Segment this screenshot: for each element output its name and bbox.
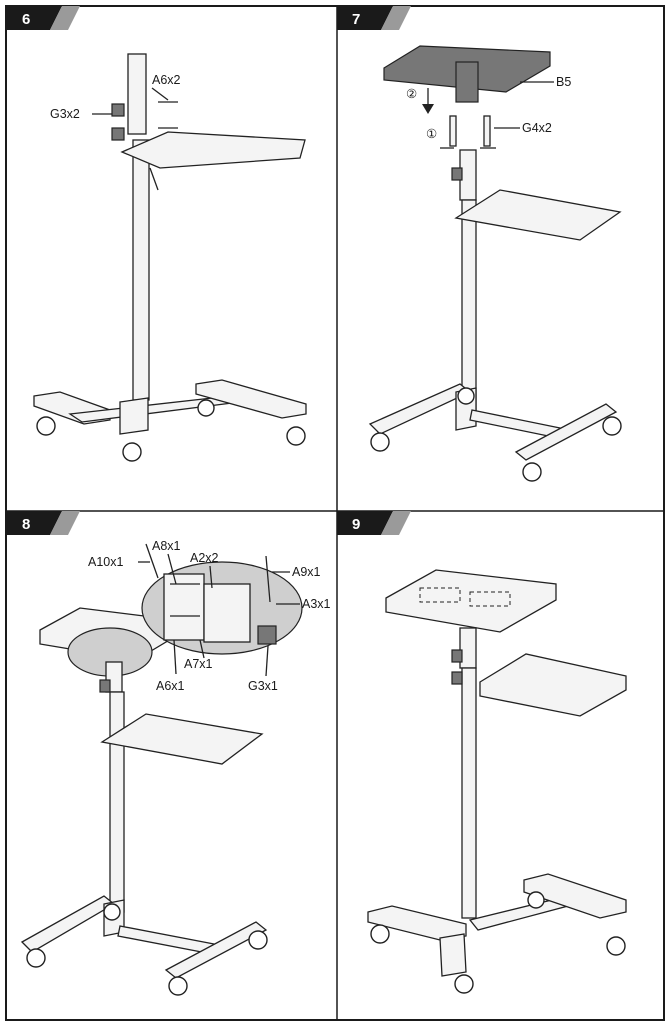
step-tab [337, 6, 393, 30]
screw [449, 115, 457, 147]
tray [120, 131, 306, 169]
tray [454, 189, 622, 241]
caster-wheel [370, 924, 390, 944]
caster-wheel [248, 930, 268, 950]
plate-slot [469, 591, 511, 607]
panel-step-7: 7 B5 ② G4x2 ① [337, 6, 622, 482]
knob [99, 679, 111, 693]
caster-wheel [122, 442, 142, 462]
knob [451, 649, 463, 663]
lower-pole [109, 691, 125, 913]
part-label: G4x2 [522, 121, 552, 135]
base-leg [368, 383, 472, 435]
caster-wheel [286, 426, 306, 446]
base-leg [164, 921, 268, 979]
panel-step-9: 9 [337, 511, 627, 994]
caster-wheel [168, 976, 188, 996]
leader-line [199, 639, 205, 659]
knob [451, 671, 463, 685]
step-marker: ② [406, 87, 417, 101]
base-leg [439, 933, 467, 977]
lower-pole [461, 667, 477, 919]
tray [479, 653, 627, 717]
caster-wheel [454, 974, 474, 994]
knob [257, 625, 277, 645]
part-label: A7x1 [184, 657, 213, 671]
step-tab-shade [381, 6, 411, 30]
step-number: 8 [22, 516, 30, 533]
tray-bracket [149, 167, 159, 191]
part-label: A8x1 [152, 539, 181, 553]
part-label: A9x1 [292, 565, 321, 579]
bracket-detail [163, 573, 205, 641]
step-tab-shade [50, 6, 80, 30]
caster-wheel [370, 432, 390, 452]
step-number: 7 [352, 11, 360, 28]
panel-step-8: 8 A10x1 A8x1 A2x2 A9x1 A3x1 A7x1 A6x1 G3… [6, 511, 331, 996]
base-crossbar [468, 897, 570, 931]
leader-line [167, 553, 177, 585]
step-number: 9 [352, 516, 360, 533]
base-leg [523, 873, 627, 919]
base-leg [20, 895, 116, 953]
caster-wheel [103, 903, 121, 921]
part-label: G3x2 [50, 107, 80, 121]
caster-wheel [527, 891, 545, 909]
part-label: A6x1 [156, 679, 185, 693]
bracket-detail [203, 583, 251, 643]
lower-pole [132, 139, 150, 401]
plate-bracket [455, 61, 479, 103]
hex-key [145, 543, 159, 579]
step-tab-shade [381, 511, 411, 535]
part-label: A10x1 [88, 555, 123, 569]
step-tab [6, 6, 62, 30]
leader-line [209, 565, 213, 589]
step-marker: ① [426, 127, 437, 141]
caster-wheel [26, 948, 46, 968]
caster-wheel [606, 936, 626, 956]
knob [111, 103, 125, 117]
base-crossbar [117, 925, 215, 955]
part-label: A6x2 [152, 73, 181, 87]
tray [100, 713, 264, 765]
part-label: B5 [556, 75, 571, 89]
knob [111, 127, 125, 141]
base-leg [367, 905, 467, 941]
screw [483, 115, 491, 147]
lower-pole [461, 199, 477, 411]
caster-wheel [457, 387, 475, 405]
upper-pole [127, 53, 147, 135]
part-label: A2x2 [190, 551, 219, 565]
step-tab [337, 511, 393, 535]
base-crossbar [469, 409, 561, 439]
step-tab [6, 511, 62, 535]
leader-line [265, 645, 269, 677]
leader-line [151, 87, 169, 101]
part-label: A3x1 [302, 597, 331, 611]
caster-wheel [602, 416, 622, 436]
wrench [265, 555, 271, 603]
plate-slot [419, 587, 461, 603]
step-tab-shade [50, 511, 80, 535]
leader-line [173, 639, 177, 675]
top-plate [385, 569, 557, 633]
caster-wheel [197, 399, 215, 417]
outer-frame [5, 5, 665, 1021]
caster-wheel [522, 462, 542, 482]
panel-step-6: 6 A6x2 G3x2 [6, 6, 307, 462]
base-leg [514, 403, 618, 461]
base-leg [195, 379, 307, 419]
knob [451, 167, 463, 181]
step-number: 6 [22, 11, 30, 28]
part-label: G3x1 [248, 679, 278, 693]
base-leg [119, 397, 149, 435]
caster-wheel [36, 416, 56, 436]
arrow-head [422, 104, 434, 114]
